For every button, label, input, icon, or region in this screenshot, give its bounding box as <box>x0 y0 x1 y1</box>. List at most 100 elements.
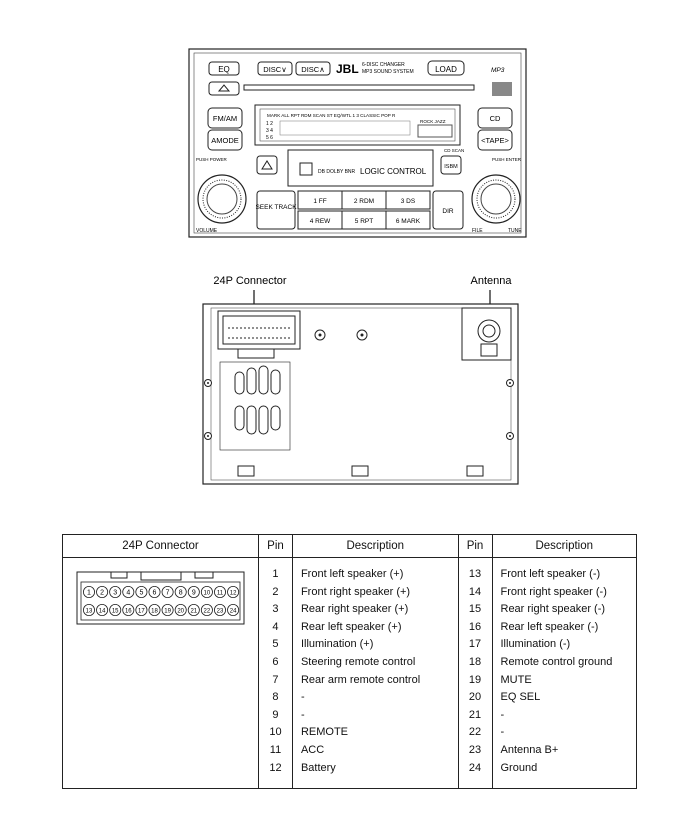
connector-pin-circle <box>148 604 161 617</box>
pin-number: 21 <box>468 708 482 721</box>
rear-24p-connector <box>217 310 301 359</box>
pin-description: Steering remote control <box>300 655 416 668</box>
pin-number: 5 <box>272 638 279 651</box>
pin-number: 18 <box>468 655 482 668</box>
radio-rear-panel: 24P Connector Antenna <box>202 275 519 485</box>
preset-button-3[interactable]: 3 DS <box>385 190 431 210</box>
svg-text:6 MARK: 6 MARK <box>396 218 421 225</box>
preset-button-1[interactable]: 1 FF <box>297 190 343 210</box>
svg-text:PUSH POWER: PUSH POWER <box>196 157 228 162</box>
disc-logo <box>492 82 512 96</box>
cd-button[interactable]: CD <box>477 107 513 129</box>
header-pin-left: Pin <box>258 534 293 558</box>
pin-number: 6 <box>272 655 279 668</box>
pin-description: Illumination (+) <box>300 638 374 651</box>
connector-pin-number: 17 <box>138 608 145 614</box>
screw <box>204 432 212 440</box>
connector-pin-number: 2 <box>100 589 104 596</box>
amode-button[interactable]: AMODE <box>207 129 243 151</box>
connector-pin-number: 3 <box>113 589 117 596</box>
eject-button[interactable] <box>208 81 240 96</box>
connector-pin-circle <box>200 604 213 617</box>
svg-text:DB DOLBY BNR: DB DOLBY BNR <box>318 169 356 175</box>
antenna-jack <box>461 307 512 361</box>
load-button[interactable]: LOAD <box>427 60 465 76</box>
pin-number: 11 <box>269 743 282 756</box>
connector-pin-number: 16 <box>125 608 132 614</box>
connector-pin-circle <box>187 585 200 598</box>
tune-knob[interactable] <box>471 174 521 224</box>
disc-down-button[interactable]: DISC∨ <box>257 61 293 76</box>
table-header-row: 24P Connector Pin Description Pin Descri… <box>62 534 637 558</box>
volume-knob[interactable] <box>197 174 247 224</box>
connector-pin-circle <box>96 604 109 617</box>
connector-latch <box>110 572 214 581</box>
pin-number: 16 <box>468 620 482 633</box>
disc-up-button[interactable]: DISC∧ <box>295 61 331 76</box>
header-connector: 24P Connector <box>62 534 259 558</box>
screw <box>204 379 212 387</box>
connector-pin-circle <box>200 585 213 598</box>
svg-text:TUNE: TUNE <box>508 228 522 234</box>
connector-pin-circle <box>174 604 187 617</box>
pin-description: EQ SEL <box>500 691 541 704</box>
connector-pin-circle <box>174 585 187 598</box>
fm-am-button[interactable]: FM/AM <box>207 107 243 129</box>
connector-pin-number: 12 <box>230 590 237 596</box>
svg-text:LOGIC CONTROL: LOGIC CONTROL <box>360 167 427 176</box>
brand-line-2: MP3 SOUND SYSTEM <box>362 69 414 75</box>
description-column-left: Front left speaker (+)Front right speake… <box>291 557 459 789</box>
connector-label: 24P Connector <box>213 275 287 287</box>
tape-eject-button[interactable] <box>256 155 278 175</box>
connector-pin-circle <box>122 604 135 617</box>
connector-pin-circle <box>187 604 200 617</box>
connector-pin-circle <box>109 604 122 617</box>
connector-pin-number: 4 <box>126 589 130 596</box>
connector-pin-number: 23 <box>217 608 224 614</box>
pin-number: 20 <box>468 691 482 704</box>
pin-description: Rear left speaker (+) <box>300 620 402 633</box>
svg-text:ROCK JAZZ: ROCK JAZZ <box>420 119 446 124</box>
preset-button-6[interactable]: 6 MARK <box>385 210 431 230</box>
connector-pin-circle <box>213 604 226 617</box>
pin-description: - <box>300 691 305 704</box>
pin-description: Rear right speaker (+) <box>300 603 409 616</box>
pin-number: 10 <box>269 726 282 739</box>
svg-text:<TAPE>: <TAPE> <box>481 136 509 145</box>
description-column-right: Front left speaker (-)Front right speake… <box>491 557 637 789</box>
connector-pin-number: 15 <box>112 608 119 614</box>
preset-button-2[interactable]: 2 RDM <box>341 190 387 210</box>
eq-button[interactable]: EQ <box>208 61 240 76</box>
preset-button-4[interactable]: 4 REW <box>297 210 343 230</box>
connector-pin-number: 5 <box>139 589 143 596</box>
brand-logo: JBL <box>336 62 359 76</box>
screw <box>314 329 326 341</box>
pin-table: 24P Connector Pin Description Pin Descri… <box>62 534 637 789</box>
pin-description: - <box>500 726 505 739</box>
connector-pin-number: 10 <box>204 590 211 596</box>
preset-button-5[interactable]: 5 RPT <box>341 210 387 230</box>
pin-description: Front right speaker (+) <box>300 585 411 598</box>
svg-text:FILE: FILE <box>472 228 483 234</box>
dir-button[interactable]: DIR <box>432 190 464 230</box>
connector-pin-circle <box>82 585 95 598</box>
svg-text:1 FF: 1 FF <box>313 198 326 205</box>
svg-text:PUSH ENTER: PUSH ENTER <box>492 157 522 162</box>
pin-description: Rear left speaker (-) <box>500 620 599 633</box>
tape-button[interactable]: <TAPE> <box>477 129 513 151</box>
svg-text:4 REW: 4 REW <box>310 218 331 225</box>
svg-text:VOLUME: VOLUME <box>196 228 218 234</box>
pin-number: 14 <box>468 585 482 598</box>
svg-text:2 RDM: 2 RDM <box>354 198 374 205</box>
isbm-button[interactable]: ISBM <box>440 155 462 175</box>
pin-number: 9 <box>272 708 279 721</box>
pin-number: 7 <box>272 673 279 686</box>
svg-text:DIR: DIR <box>442 208 454 215</box>
seek-track-button[interactable]: SEEK TRACK <box>255 190 297 230</box>
connector-pin-number: 13 <box>86 608 93 614</box>
pin-number: 12 <box>269 761 282 774</box>
pin-number: 1 <box>272 568 279 580</box>
pin-description: Front left speaker (-) <box>500 568 601 580</box>
